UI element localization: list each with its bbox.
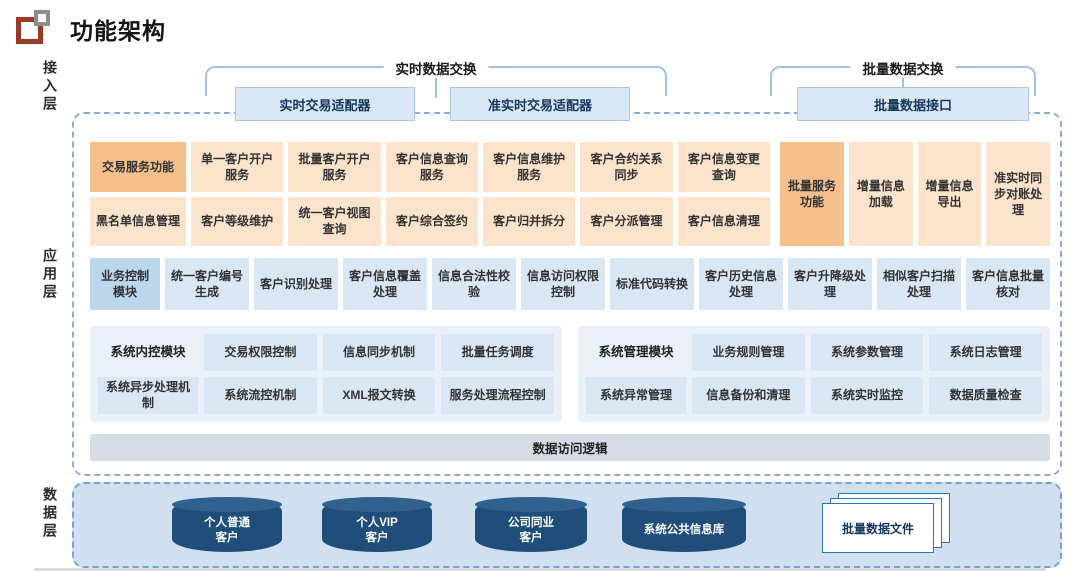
bizctl-cell: 信息合法性校验	[432, 258, 516, 310]
db-label: 个人VIP 客户	[356, 516, 398, 544]
tx-cell: 统一客户视图查询	[288, 196, 381, 246]
system-management-label: 系统管理模块	[598, 345, 674, 360]
batch-service-cell: 准实时同步对账处理	[986, 142, 1050, 246]
data-layer-container: 个人普通 客户 个人VIP 客户 公司同业 客户 系统公共信息库 批量数据文件	[72, 482, 1062, 568]
bizctl-cell: 统一客户编号生成	[165, 258, 249, 310]
batch-service-cell: 增量信息导出	[917, 142, 982, 246]
sysint-cell: 批量任务调度	[441, 334, 554, 371]
application-layer-container: 交易服务功能 单一客户开户服务 批量客户开户服务 客户信息查询服务 客户信息维护…	[72, 112, 1062, 476]
db-cylinder-corporate: 公司同业 客户	[475, 497, 587, 552]
tx-cell: 客户分派管理	[580, 196, 673, 246]
sysint-cell: 服务处理流程控制	[441, 377, 554, 414]
tx-cell: 客户信息清理	[677, 196, 770, 246]
batch-exchange-label: 批量数据交换	[850, 58, 956, 78]
tx-cell: 客户信息查询服务	[385, 142, 478, 192]
data-access-logic-bar: 数据访问逻辑	[90, 434, 1050, 461]
sysmgmt-cell: 系统实时监控	[810, 377, 924, 414]
transaction-services-label: 交易服务功能	[90, 142, 186, 192]
db-cylinder-personal-vip: 个人VIP 客户	[322, 497, 432, 552]
bizctl-cell: 客户历史信息处理	[699, 258, 783, 310]
file-page-front: 批量数据文件	[822, 503, 934, 553]
tx-cell: 黑名单信息管理	[90, 196, 186, 246]
bizctl-cell: 标准代码转换	[610, 258, 694, 310]
tx-cell: 客户等级维护	[191, 196, 284, 246]
page-title: 功能架构	[70, 18, 166, 44]
batch-exchange-bracket: 批量数据交换	[770, 58, 1036, 98]
tx-cell: 客户信息变更查询	[677, 142, 770, 192]
batch-service-cell: 增量信息加载	[849, 142, 913, 246]
cylinder-top-icon	[172, 497, 282, 512]
tx-cell: 客户综合签约	[385, 196, 478, 246]
system-internal-control-panel: 系统内控模块 交易权限控制 信息同步机制 批量任务调度 系统异步处理机制 系统流…	[90, 326, 562, 422]
adapter-near-realtime: 准实时交易适配器	[450, 87, 630, 121]
logo-inner-square	[34, 10, 50, 26]
sysmgmt-cell: 系统参数管理	[810, 334, 924, 371]
sysmgmt-cell: 系统日志管理	[929, 334, 1042, 371]
sysmgmt-cell: 系统异常管理	[586, 377, 686, 414]
bizctl-cell: 客户识别处理	[254, 258, 338, 310]
sysint-cell: 系统异步处理机制	[98, 377, 198, 414]
realtime-exchange-label: 实时数据交换	[383, 58, 489, 78]
bottom-divider	[34, 568, 1046, 571]
bizctl-cell: 信息访问权限控制	[521, 258, 605, 310]
batch-services-group: 批量服务功能 增量信息加载 增量信息导出 准实时同步对账处理	[780, 142, 1050, 246]
sysint-cell: 信息同步机制	[322, 334, 436, 371]
batch-services-label: 批量服务功能	[780, 142, 844, 246]
sysint-cell: 交易权限控制	[204, 334, 317, 371]
cylinder-top-icon	[322, 497, 432, 512]
logo-outer-square	[16, 17, 43, 44]
batch-data-file-icon: 批量数据文件	[822, 493, 958, 559]
bizctl-cell: 客户升降级处理	[788, 258, 872, 310]
layer-label-access: 接入层	[42, 60, 58, 114]
db-label: 个人普通 客户	[204, 516, 250, 544]
tx-cell: 客户归并拆分	[483, 196, 576, 246]
sysmgmt-cell: 信息备份和清理	[692, 377, 805, 414]
sysint-cell: 系统流控机制	[204, 377, 317, 414]
db-label: 公司同业 客户	[508, 516, 554, 544]
cylinder-top-icon	[475, 497, 587, 512]
adapter-batch-interface: 批量数据接口	[797, 87, 1029, 121]
db-label: 系统公共信息库	[643, 524, 725, 537]
system-internal-control-label: 系统内控模块	[110, 345, 186, 360]
sysmgmt-cell: 数据质量检查	[929, 377, 1042, 414]
layer-label-application: 应用层	[42, 248, 58, 302]
system-management-panel: 系统管理模块 业务规则管理 系统参数管理 系统日志管理 系统异常管理 信息备份和…	[578, 326, 1050, 422]
sysint-cell: XML报文转换	[322, 377, 436, 414]
sysmgmt-cell: 业务规则管理	[692, 334, 805, 371]
bizctl-cell: 客户信息批量核对	[966, 258, 1050, 310]
tx-cell: 客户信息维护服务	[483, 142, 576, 192]
db-cylinder-personal-regular: 个人普通 客户	[172, 497, 282, 552]
business-control-label: 业务控制模块	[90, 258, 160, 310]
db-cylinder-public-info: 系统公共信息库	[622, 497, 746, 552]
tx-cell: 单一客户开户服务	[191, 142, 284, 192]
logo-icon	[16, 10, 60, 50]
layer-label-data: 数据层	[42, 487, 58, 541]
adapter-realtime: 实时交易适配器	[235, 87, 415, 121]
realtime-exchange-bracket: 实时数据交换	[205, 58, 667, 98]
tx-cell: 客户合约关系同步	[580, 142, 673, 192]
tx-cell: 批量客户开户服务	[288, 142, 381, 192]
transaction-services-group: 交易服务功能 单一客户开户服务 批量客户开户服务 客户信息查询服务 客户信息维护…	[90, 142, 770, 246]
bizctl-cell: 相似客户扫描处理	[877, 258, 961, 310]
cylinder-top-icon	[622, 497, 746, 512]
business-control-group: 业务控制模块 统一客户编号生成 客户识别处理 客户信息覆盖处理 信息合法性校验 …	[90, 258, 1050, 310]
bizctl-cell: 客户信息覆盖处理	[343, 258, 427, 310]
